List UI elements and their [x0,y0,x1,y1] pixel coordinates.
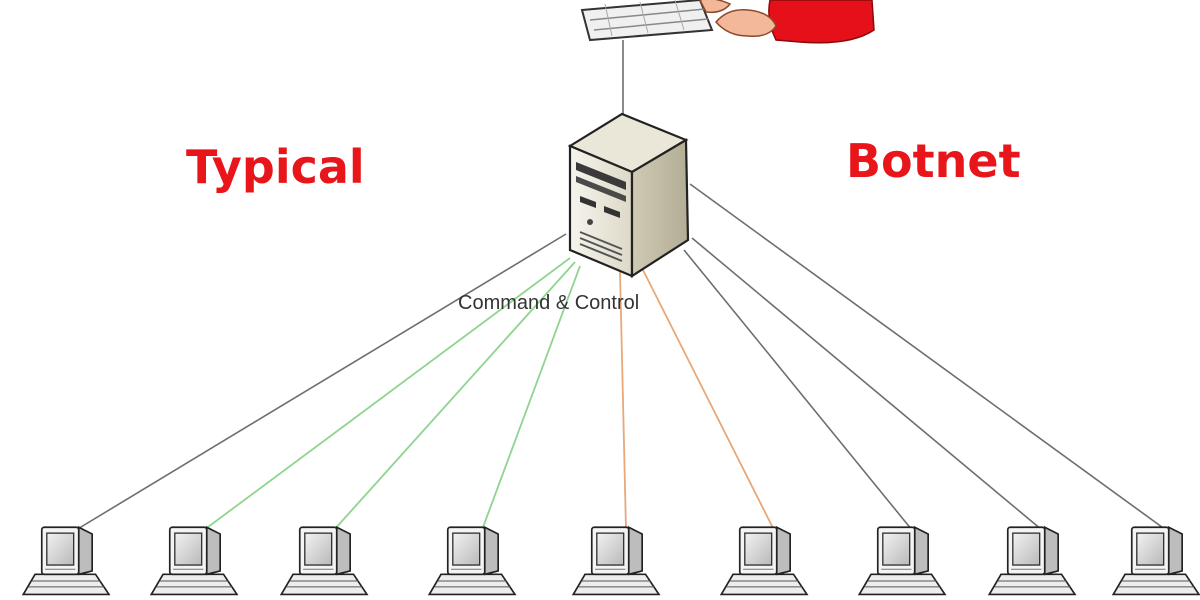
command-control-label: Command & Control [458,292,639,314]
hacker-at-keyboard-icon [580,0,875,44]
bot-link-6 [641,267,775,531]
desktop-computer-icon [22,526,110,596]
bot-link-4 [481,265,581,531]
bot-link-7 [683,249,913,531]
bot-link-1 [75,233,567,531]
desktop-computer-icon [858,526,946,596]
desktop-computer-icon [720,526,808,596]
server-tower-icon [567,112,690,279]
title-right-word: Botnet [846,134,1021,188]
desktop-computer-icon [150,526,238,596]
bot-computers [22,526,1200,596]
desktop-computer-icon [280,526,368,596]
bot-link-8 [691,237,1043,531]
desktop-computer-icon [428,526,516,596]
bot-link-9 [689,183,1167,531]
desktop-computer-icon [572,526,660,596]
bot-link-3 [333,261,576,531]
title-left-word: Typical [186,140,365,194]
desktop-computer-icon [1112,526,1200,596]
desktop-computer-icon [988,526,1076,596]
bot-link-5 [619,271,627,531]
connection-lines [75,183,1167,531]
bot-link-2 [203,257,571,531]
